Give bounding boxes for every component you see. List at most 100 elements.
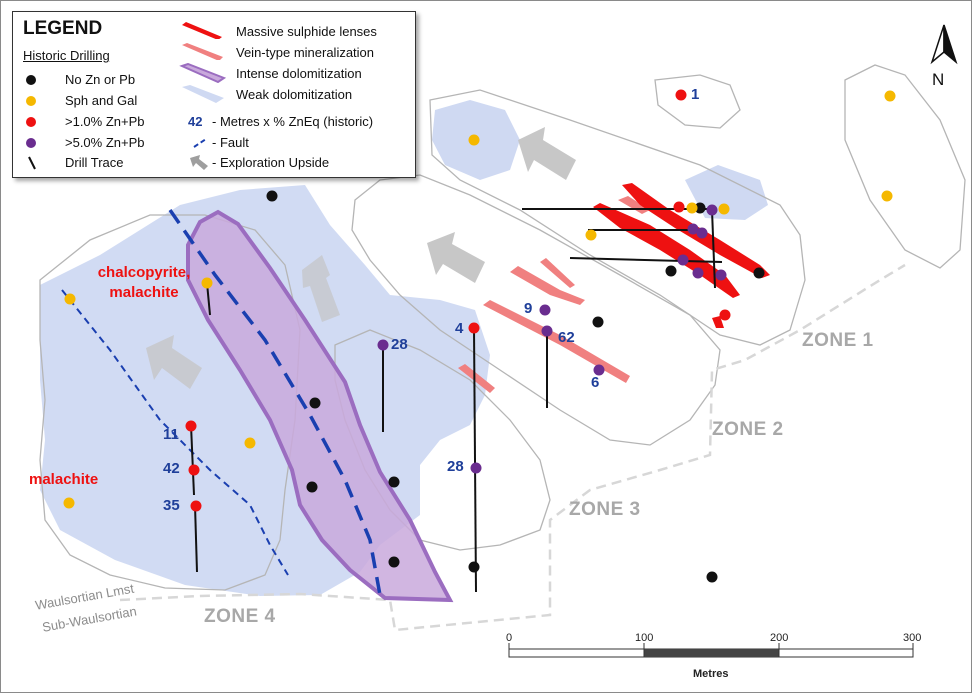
value-label: 35 [163,497,180,514]
legend-item-label: No Zn or Pb [65,72,136,87]
vein-mineralization-icon [182,43,223,60]
holes-gt5-zn-pb [377,204,727,474]
legend-item-fault: - Fault [188,134,413,152]
drill-hole-gt5-zn-pb[interactable] [539,304,551,316]
drill-trace-icon [28,156,36,170]
drill-hole-no-zn-pb[interactable] [706,571,718,583]
scale-tick-0: 0 [506,632,513,644]
fault-west [61,289,289,576]
vein-2 [510,266,585,305]
drill-hole-gt1-zn-pb[interactable] [188,464,200,476]
drill-hole-sph-gal[interactable] [686,202,698,214]
drill-hole-gt5-zn-pb[interactable] [706,204,718,216]
legend-title: LEGEND [23,18,103,39]
weak-dolomitization-icon [182,85,224,103]
black-dot-icon [26,75,36,85]
legend-box: LEGEND Historic Drilling No Zn or Pb Sph… [12,11,416,178]
drill-hole-gt5-zn-pb[interactable] [677,254,689,266]
drill-hole-gt1-zn-pb[interactable] [468,322,480,334]
scale-tick-300: 300 [903,632,922,644]
upside-arrow-zone2 [427,232,485,283]
legend-item-label: Sph and Gal [65,93,138,108]
value-label: 4 [455,320,464,337]
red-dot-icon [26,117,36,127]
zone-3-label: ZONE 3 [569,499,641,520]
drill-hole-gt1-zn-pb[interactable] [673,201,685,213]
drill-hole-gt5-zn-pb[interactable] [470,462,482,474]
drill-hole-gt1-zn-pb[interactable] [190,500,202,512]
drill-hole-no-zn-pb[interactable] [694,202,706,214]
faults [61,209,382,596]
drill-hole-no-zn-pb[interactable] [468,561,480,573]
drill-hole-no-zn-pb[interactable] [665,265,677,277]
drill-hole-no-zn-pb[interactable] [266,190,278,202]
value-label: 28 [391,336,408,353]
legend-item-drill-trace: Drill Trace [23,154,183,172]
drill-hole-sph-gal[interactable] [244,437,256,449]
legend-item-label: Vein-type mineralization [236,45,375,60]
drill-hole-gt5-zn-pb[interactable] [715,269,727,281]
drill-hole-sph-gal[interactable] [718,203,730,215]
exploration-upside-arrows [146,127,576,389]
zone-1-label: ZONE 1 [802,330,874,351]
drill-hole-gt1-zn-pb[interactable] [185,420,197,432]
drill-hole-sph-gal[interactable] [201,277,213,289]
purple-dot-icon [26,138,36,148]
drill-hole-no-zn-pb[interactable] [388,556,400,568]
drill-hole-gt5-zn-pb[interactable] [692,267,704,279]
legend-item-label: >5.0% Zn+Pb [65,135,145,150]
drill-hole-sph-gal[interactable] [468,134,480,146]
legend-item-label: Drill Trace [65,155,124,170]
intense-dolomitization-icon [179,63,226,83]
drill-hole-gt1-zn-pb[interactable] [719,309,731,321]
value-label: 62 [558,329,575,346]
malachite-text-upper: malachite [109,284,179,301]
vein-1 [483,300,630,383]
zone-4-label: ZONE 4 [204,606,276,627]
legend-item-vein: Vein-type mineralization [178,43,408,62]
outline-zone2 [351,174,721,446]
legend-item-metres: 42 - Metres x % ZnEq (historic) [188,113,413,131]
legend-item-label: Intense dolomitization [236,66,362,81]
drill-hole-sph-gal[interactable] [63,497,75,509]
drill-hole-gt5-zn-pb[interactable] [541,325,553,337]
drill-trace [473,327,477,593]
drill-hole-sph-gal[interactable] [881,190,893,202]
value-label: 42 [163,460,180,477]
drill-trace [194,504,198,573]
drill-trace [569,257,723,263]
legend-item-sph-gal: Sph and Gal [23,92,183,110]
drill-hole-no-zn-pb[interactable] [753,267,765,279]
legend-item-label: Massive sulphide lenses [236,24,377,39]
chalcopyrite-text: chalcopyrite, [97,264,191,281]
drill-hole-no-zn-pb[interactable] [306,481,318,493]
drill-hole-sph-gal[interactable] [585,229,597,241]
fault-icon [193,138,207,148]
weak-dolomitization-area-east [685,165,768,220]
drill-hole-gt5-zn-pb[interactable] [696,227,708,239]
massive-lens-3 [712,316,724,328]
value-label: 6 [591,374,600,391]
north-arrow-icon [930,24,958,65]
drill-trace [711,209,716,289]
legend-item-no-zn-pb: No Zn or Pb [23,71,183,89]
drill-hole-gt1-zn-pb[interactable] [675,89,687,101]
drill-hole-no-zn-pb[interactable] [309,397,321,409]
holes-sph-gal [63,90,896,509]
vein-3 [540,258,575,288]
drill-hole-gt5-zn-pb[interactable] [687,223,699,235]
drill-hole-no-zn-pb[interactable] [388,476,400,488]
drill-hole-no-zn-pb[interactable] [592,316,604,328]
drill-hole-sph-gal[interactable] [884,90,896,102]
upside-arrow-zone1 [518,127,576,180]
holes-no-zn-pb [266,190,765,583]
drill-hole-gt5-zn-pb[interactable] [593,364,605,376]
value-label: 28 [447,458,464,475]
fault-main [168,209,382,596]
scale-bar [508,643,914,658]
value-label: 11 [163,426,179,443]
drill-hole-gt5-zn-pb[interactable] [377,339,389,351]
holes-gt1-zn-pb [185,89,731,512]
drill-hole-sph-gal[interactable] [64,293,76,305]
